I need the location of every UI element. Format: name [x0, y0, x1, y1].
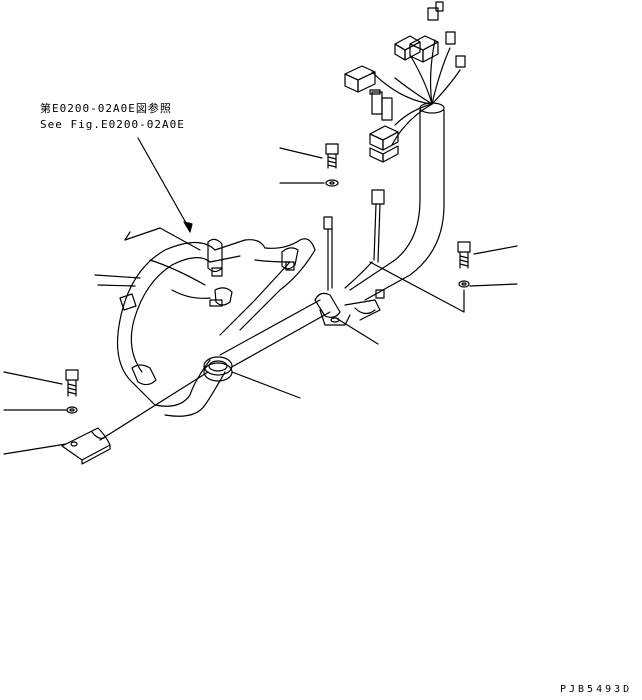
figure-reference-japanese: 第E0200-02A0E図参照	[40, 102, 172, 115]
center-clamp	[315, 290, 384, 325]
bolt-lower-left	[66, 370, 78, 413]
figure-reference-english: See Fig.E0200-02A0E	[40, 118, 185, 131]
left-loop-clamps	[120, 239, 298, 384]
single-connectors	[324, 190, 384, 290]
main-harness-horizontal	[130, 300, 330, 416]
leader-washer-right	[470, 284, 517, 286]
leader-grommet	[232, 372, 300, 398]
drawing-number: PJB5493D	[560, 684, 633, 695]
leader-center-clamp	[336, 318, 378, 344]
leader-bracket-lower	[4, 444, 66, 454]
leader-bolt-upper	[280, 148, 322, 158]
bolt-right	[458, 242, 470, 287]
leader-bolt-lower	[4, 372, 62, 384]
reference-leader	[138, 138, 192, 232]
leader-bracket-to-grommet	[100, 372, 208, 440]
connector-cluster	[345, 2, 465, 162]
bolt-upper	[326, 144, 338, 186]
left-harness-loop	[95, 228, 315, 380]
leader-bolt-right	[474, 246, 517, 254]
lower-bracket	[62, 428, 110, 464]
leader-right-long	[370, 262, 464, 312]
grommet	[204, 357, 232, 381]
